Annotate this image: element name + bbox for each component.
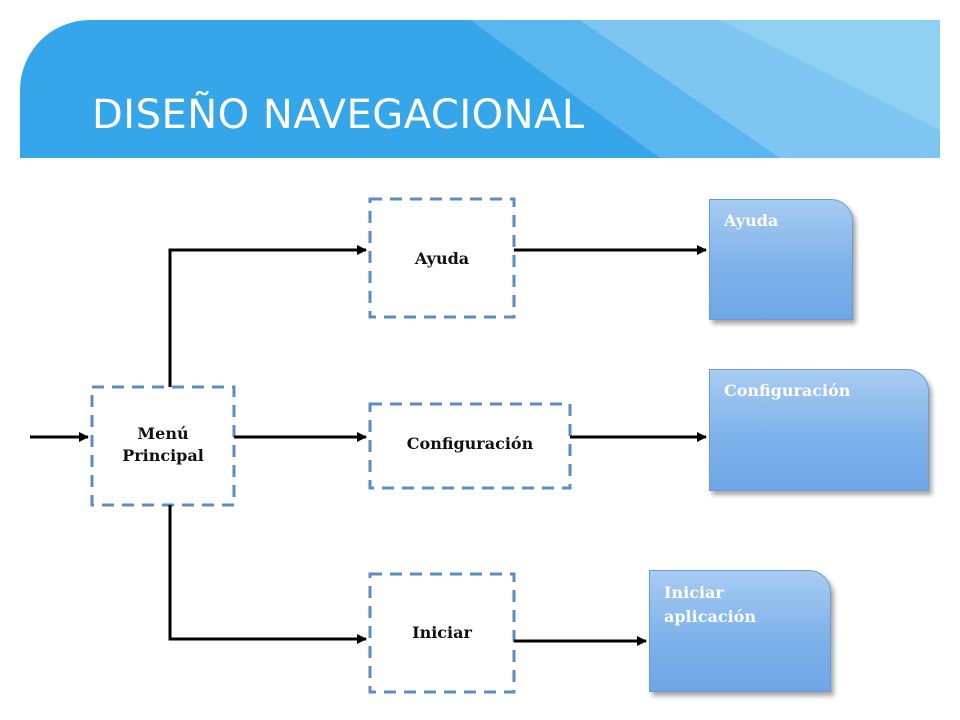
configuracion-screen: Configuración [709,369,929,491]
iniciar-screen: Iniciar aplicación [649,570,831,692]
iniciar-screen-label: Iniciar aplicación [664,583,756,626]
menu-label: Menú Principal [122,424,204,465]
menu-to-iniciar-arrow [168,505,367,644]
iniciar-label: Iniciar [412,623,472,642]
configuracion-screen-label: Configuración [724,381,851,400]
ayuda-box [368,197,516,319]
ayuda-screen-label: Ayuda [724,211,779,230]
ayuda-label: Ayuda [414,249,470,268]
menu-box [90,385,236,507]
header-decoration [470,20,940,158]
iniciar-box [368,572,516,694]
slide-header: DISEÑO NAVEGACIONAL [20,20,940,158]
configuracion-label: Configuración [406,434,534,453]
menu-to-ayuda-arrow [168,245,367,387]
ayuda-screen: Ayuda [709,199,853,320]
slide-title: DISEÑO NAVEGACIONAL [92,92,585,138]
configuracion-box [368,402,572,490]
